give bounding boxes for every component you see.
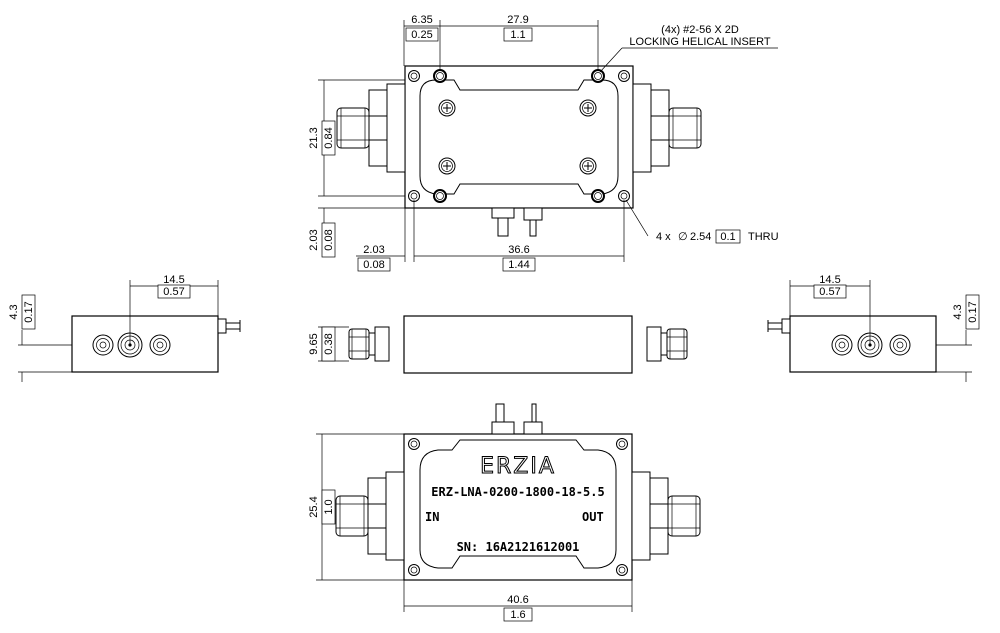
dim-hole-spacing-in: 1.44: [508, 259, 529, 271]
mounting-hole-icon: [408, 190, 420, 202]
rf-output-connector-icon: [631, 471, 701, 561]
thru-note-mm: 2.54: [690, 231, 711, 243]
connector-face-icon: [92, 334, 114, 356]
label-view: ERZIA ERZ-LNA-0200-1800-18-5.5 IN OUT SN…: [308, 403, 701, 622]
dim-height-mm: 9.65: [308, 333, 320, 354]
mounting-hole-icon: [616, 438, 628, 450]
dim-height-mm: 4.3: [952, 304, 964, 319]
mounting-hole-icon: [408, 438, 420, 450]
mounting-hole-icon: [408, 70, 420, 82]
dim-hole-spacing-mm: 36.6: [508, 244, 529, 256]
dim-height-mm: 25.4: [308, 496, 320, 517]
rf-input-connector-icon: [335, 471, 405, 561]
dim-bottom-left-in: 0.08: [363, 259, 384, 271]
dim-height-mm: 4.3: [8, 304, 20, 319]
dim-spacing-mm: 27.9: [507, 14, 528, 26]
dc-feedthrough-icon: [491, 207, 543, 237]
dim-width-in: 0.57: [819, 286, 840, 298]
connector-face-icon: [831, 334, 853, 356]
insert-note-line2: LOCKING HELICAL INSERT: [629, 36, 770, 48]
top-view: 6.35 0.25 27.9 1.1 (4x) #2-56 X 2D LOCKI…: [308, 14, 779, 272]
rf-output-connector-icon: [632, 83, 702, 173]
mounting-hole-icon: [408, 564, 420, 576]
label-view-lid: [419, 439, 617, 569]
lid-screw-icon: [438, 99, 456, 117]
dc-feedthrough-icon: [491, 403, 543, 435]
diameter-icon: ∅: [678, 231, 688, 243]
brand-logo: ERZIA: [480, 454, 556, 479]
lid-screw-icon: [579, 157, 597, 175]
dim-height-in: 0.17: [967, 301, 979, 322]
mounting-hole-icon: [618, 70, 630, 82]
model-number: ERZ-LNA-0200-1800-18-5.5: [431, 485, 604, 499]
dim-bottom-left-mm: 2.03: [363, 244, 384, 256]
mounting-hole-icon: [618, 190, 630, 202]
rf-output-connector-icon: [646, 326, 688, 362]
thru-note-in: 0.1: [720, 231, 735, 243]
helical-insert-icon: [591, 69, 605, 83]
rf-input-connector-icon: [336, 83, 406, 173]
dim-spacing-in: 1.1: [510, 29, 525, 41]
dim-width-mm: 40.6: [507, 594, 528, 606]
dim-width-mm: 14.5: [819, 274, 840, 286]
left-end-view: 14.5 0.57 4.3 0.17: [8, 274, 241, 382]
right-end-view: 14.5 0.57 4.3 0.17: [767, 274, 980, 382]
dim-edge-mm: 2.03: [308, 229, 320, 250]
connector-face-icon: [149, 334, 171, 356]
helical-insert-icon: [433, 189, 447, 203]
top-view-housing: [404, 65, 634, 209]
dim-height-in: 0.17: [23, 301, 35, 322]
connector-face-icon: [889, 334, 911, 356]
port-in-label: IN: [425, 510, 439, 524]
dim-width-mm: 14.5: [163, 274, 184, 286]
rf-input-connector-icon: [348, 326, 390, 362]
dim-offset-mm: 6.35: [411, 14, 432, 26]
thru-note-prefix: 4 x: [656, 231, 671, 243]
dim-width-in: 1.6: [510, 609, 525, 621]
lid-screw-icon: [438, 157, 456, 175]
dim-height-in: 0.84: [323, 127, 335, 148]
lid-screw-icon: [579, 99, 597, 117]
thru-note-suffix: THRU: [748, 231, 779, 243]
helical-insert-icon: [433, 69, 447, 83]
dim-height-in: 1.0: [323, 499, 335, 514]
dim-edge-in: 0.08: [323, 229, 335, 250]
dc-feedthrough-side-icon: [767, 318, 791, 334]
port-out-label: OUT: [582, 510, 604, 524]
serial-number: SN: 16A2121612001: [457, 540, 580, 554]
front-view: 9.65 0.38: [308, 315, 688, 374]
insert-note-line1: (4x) #2-56 X 2D: [661, 24, 739, 36]
dc-feedthrough-side-icon: [217, 318, 241, 334]
dim-offset-in: 0.25: [411, 29, 432, 41]
dim-width-in: 0.57: [163, 286, 184, 298]
dim-height-in: 0.38: [323, 333, 335, 354]
mounting-hole-icon: [616, 564, 628, 576]
dim-height-mm: 21.3: [308, 127, 320, 148]
helical-insert-icon: [591, 189, 605, 203]
